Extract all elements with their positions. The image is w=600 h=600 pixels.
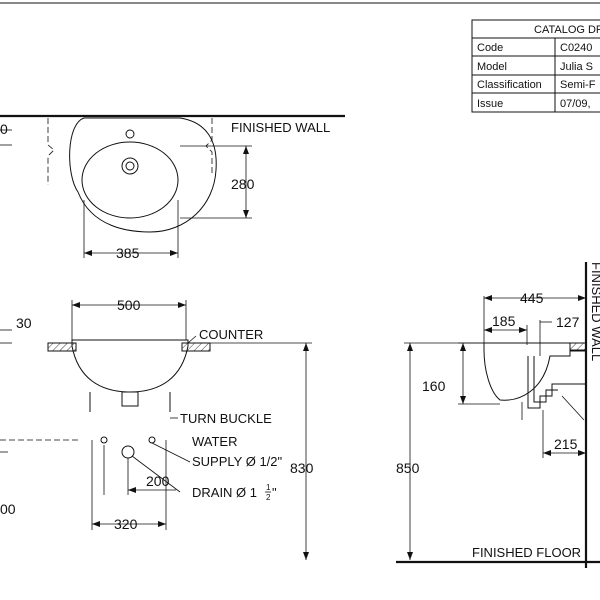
arrowhead (303, 552, 309, 560)
counter-leader (187, 335, 197, 344)
title-code-value: C0240 (560, 42, 592, 54)
arrowhead (243, 210, 249, 218)
support-break-right (205, 118, 213, 175)
basin-profile-side (483, 342, 587, 401)
arrowhead (303, 343, 309, 351)
counter-side (569, 342, 587, 352)
finished-wall-label: FINISHED WALL (231, 120, 330, 135)
arrowhead (407, 343, 413, 351)
dim-30-text: 30 (16, 315, 32, 331)
plan-view: FINISHED WALL 0 280 385 (0, 114, 345, 261)
arrowhead (158, 521, 166, 527)
basin-profile-front (71, 339, 189, 393)
arrowhead (178, 302, 186, 308)
basin-outline-plan (69, 117, 217, 233)
drain-hole-inner (125, 161, 135, 171)
arrowhead (84, 250, 92, 256)
drain-outlet-front (121, 391, 139, 407)
arrowhead (72, 302, 80, 308)
title-code-label: Code (477, 42, 503, 54)
faucet-hole (125, 129, 135, 139)
arrowhead (460, 396, 466, 404)
dim-185-text: 185 (492, 313, 516, 329)
supply-hole-left (100, 436, 108, 444)
dim-320-text: 320 (114, 516, 138, 532)
drain-fraction-den: 2 (266, 493, 271, 502)
title-issue-label: Issue (477, 98, 503, 110)
dim-830-text: 830 (290, 460, 314, 476)
support-break-left (47, 118, 55, 185)
arrowhead (578, 450, 586, 456)
counter-label: COUNTER (199, 327, 263, 342)
dim-850-text: 850 (396, 460, 420, 476)
dim-200-text: 200 (146, 473, 170, 489)
arrowhead (460, 343, 466, 351)
dim-160-text: 160 (422, 378, 446, 394)
arrowhead (92, 521, 100, 527)
water-supply-label: SUPPLY Ø 1/2" (192, 454, 283, 469)
arrowhead (407, 552, 413, 560)
title-classification-value: Semi-F (560, 79, 596, 91)
title-model-value: Julia S (560, 61, 593, 73)
title-block-frame (471, 19, 600, 113)
dim-280-text: 280 (231, 176, 255, 192)
turn-buckle-label: TURN BUCKLE (180, 411, 272, 426)
counter-left (47, 342, 77, 352)
drain-label: DRAIN Ø 1 (192, 485, 257, 500)
finished-wall-vertical-label: FINISHED WALL (589, 262, 600, 361)
arrowhead (484, 295, 492, 301)
supply-hole-right (148, 436, 156, 444)
drain-fraction-num: 1 (266, 483, 271, 492)
dim-left-partial-text: 00 (0, 501, 16, 517)
arrowhead (519, 327, 527, 333)
title-classification-label: Classification (477, 79, 542, 91)
drain-leader (131, 455, 181, 493)
arrowhead (170, 250, 178, 256)
arrowhead (484, 327, 492, 333)
drain-hole-outer (121, 157, 139, 175)
finished-floor-label: FINISHED FLOOR (472, 545, 581, 560)
dim-385-text: 385 (116, 245, 140, 261)
arrowhead (243, 146, 249, 154)
water-leader (151, 442, 191, 463)
water-label: WATER (192, 434, 238, 449)
trap-chain (561, 395, 585, 421)
dim-445-text: 445 (520, 290, 544, 306)
arrowhead (128, 487, 136, 493)
arrowhead (578, 295, 586, 301)
title-block-header: CATALOG DR (534, 24, 600, 36)
title-block: CATALOG DR Code C0240 Model Julia S Clas… (0, 2, 600, 113)
counter-right (181, 342, 211, 352)
title-model-label: Model (477, 61, 507, 73)
front-view: 500 30 COUNTER TURN BUCKLE WATER SUPPLY … (0, 297, 314, 560)
side-view: FINISHED WALL 445 185 127 160 (396, 262, 600, 568)
trap-pipe-outer (527, 356, 560, 409)
drain-fraction-unit: " (272, 485, 277, 500)
trap-pipe-inner (533, 356, 558, 403)
title-issue-value: 07/09, (560, 98, 591, 110)
dim-215-text: 215 (554, 436, 578, 452)
plan-left-dim-text: 0 (0, 121, 8, 137)
dim-500-text: 500 (117, 297, 141, 313)
basin-bowl-plan (81, 141, 179, 219)
arrowhead (543, 450, 551, 456)
dim-127-text: 127 (556, 314, 580, 330)
